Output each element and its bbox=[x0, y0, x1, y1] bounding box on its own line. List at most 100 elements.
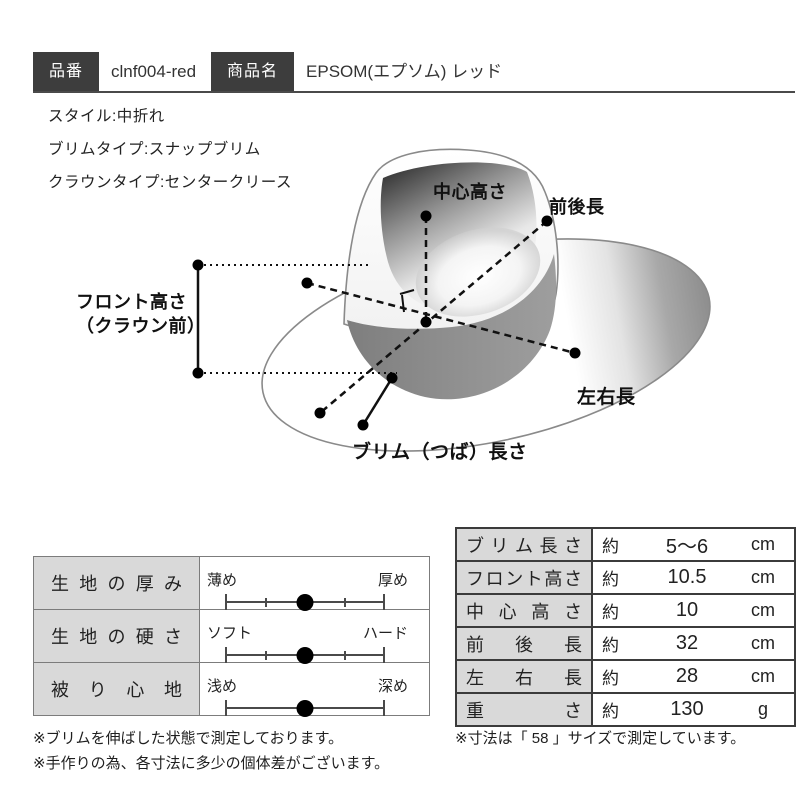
size-value: 10 bbox=[675, 599, 699, 621]
size-row-label: ブリム長さ bbox=[455, 527, 593, 562]
fit-slider-stiffness: ソフト ハード bbox=[200, 616, 429, 664]
slider-tick bbox=[225, 647, 227, 663]
brim-length-line bbox=[361, 377, 394, 426]
hat-body bbox=[261, 148, 711, 452]
measure-dot bbox=[569, 347, 581, 359]
approx-label: 約 bbox=[602, 537, 619, 556]
spec-style: スタイル:中折れ bbox=[48, 108, 165, 125]
measure-dot bbox=[357, 419, 369, 431]
size-value: 130 bbox=[670, 698, 704, 720]
slider-tick bbox=[383, 700, 385, 716]
size-unit: cm bbox=[751, 666, 775, 686]
slider-tick bbox=[343, 650, 346, 660]
size-unit: cm bbox=[751, 633, 775, 653]
fit-slider-thickness: 薄め 厚め bbox=[200, 563, 429, 611]
left-right-length-label: 左右長 bbox=[577, 387, 636, 408]
product-code-tag: 品番 bbox=[33, 52, 100, 91]
slider-min-label: 薄め bbox=[207, 572, 238, 589]
measure-dot bbox=[541, 215, 553, 227]
slider-max-label: 厚め bbox=[377, 572, 408, 589]
approx-label: 約 bbox=[602, 702, 619, 721]
crown-pinch bbox=[415, 227, 541, 317]
slider-tick bbox=[383, 647, 385, 663]
measurement-lines bbox=[196, 216, 576, 426]
front-back-line bbox=[319, 220, 548, 414]
measurement-notes: ※ブリムを伸ばした状態で測定しております。 ※手作りの為、各寸法に多少の個体差が… bbox=[33, 726, 389, 776]
measure-dot bbox=[386, 372, 398, 384]
center-height-label: 中心高さ bbox=[433, 182, 507, 202]
table-row: 中心高さ 約 10 cm bbox=[455, 593, 796, 628]
slider-max-label: 深め bbox=[377, 678, 408, 695]
product-name-tag: 商品名 bbox=[211, 52, 295, 91]
measure-dot bbox=[301, 277, 313, 289]
fit-row-label: 生地の硬さ bbox=[33, 609, 200, 663]
size-unit: cm bbox=[751, 600, 775, 620]
slider-dot bbox=[296, 646, 314, 664]
spec-lines: スタイル:中折れ ブリムタイプ:スナップブリム クラウンタイプ:センタークリース bbox=[48, 104, 292, 203]
table-row: 被り心地 浅め 深め bbox=[33, 662, 430, 717]
slider-min-label: ソフト bbox=[207, 625, 253, 642]
measure-dot bbox=[192, 367, 204, 379]
note-line: ※ブリムを伸ばした状態で測定しております。 bbox=[33, 730, 344, 747]
measure-dot bbox=[420, 316, 432, 328]
size-row-label: フロント高さ bbox=[455, 560, 593, 595]
front-back-length-label: 前後長 bbox=[549, 197, 605, 217]
approx-label: 約 bbox=[602, 570, 619, 589]
slider-track bbox=[225, 646, 385, 664]
hat-band bbox=[347, 254, 557, 400]
spec-brim-type: ブリムタイプ:スナップブリム bbox=[48, 141, 261, 158]
fit-slider-depth: 浅め 深め bbox=[200, 669, 429, 717]
fit-row-label: 生地の厚み bbox=[33, 556, 200, 610]
spec-crown-type: クラウンタイプ:センタークリース bbox=[48, 174, 293, 191]
approx-label: 約 bbox=[602, 603, 619, 622]
size-row-label: 前後長 bbox=[455, 626, 593, 661]
product-code-value: clnf004-red bbox=[111, 62, 197, 81]
slider-tick bbox=[383, 594, 385, 610]
table-row: ブリム長さ 約 5～6 cm bbox=[455, 527, 796, 562]
measure-dots bbox=[192, 210, 581, 431]
right-angle-mark bbox=[399, 289, 415, 313]
front-height-label: フロント高さ （クラウン前） bbox=[76, 292, 206, 336]
size-row-label: 中心高さ bbox=[455, 593, 593, 628]
approx-label: 約 bbox=[602, 636, 619, 655]
brim-length-label: ブリム（つば）長さ bbox=[352, 442, 528, 463]
size-value: 28 bbox=[675, 665, 699, 687]
table-row: 重さ 約 130 g bbox=[455, 692, 796, 727]
slider-dot bbox=[296, 699, 314, 717]
slider-tick bbox=[343, 597, 346, 607]
approx-label: 約 bbox=[602, 669, 619, 688]
size-value: 32 bbox=[675, 632, 699, 654]
slider-min-label: 浅め bbox=[207, 678, 238, 695]
size-unit: cm bbox=[751, 567, 775, 587]
measure-dot bbox=[192, 259, 204, 271]
size-basis-note: ※寸法は「 58 」サイズで測定しています。 bbox=[455, 730, 746, 747]
table-row: 前後長 約 32 cm bbox=[455, 626, 796, 661]
table-row: 生地の硬さ ソフト ハード bbox=[33, 609, 430, 664]
measure-dot bbox=[420, 210, 432, 222]
size-row-label: 左右長 bbox=[455, 659, 593, 694]
size-value: 10.5 bbox=[667, 566, 707, 588]
size-unit: cm bbox=[751, 534, 775, 554]
slider-tick bbox=[264, 650, 267, 660]
slider-tick bbox=[225, 594, 227, 610]
table-row: 生地の厚み 薄め 厚め bbox=[33, 556, 430, 611]
table-row: 左右長 約 28 cm bbox=[455, 659, 796, 694]
product-header: 品番 clnf004-red 商品名 EPSOM(エプソム) レッド bbox=[33, 50, 795, 93]
table-row: フロント高さ 約 10.5 cm bbox=[455, 560, 796, 595]
size-row-label: 重さ bbox=[455, 692, 593, 727]
size-table: ブリム長さ 約 5～6 cm フロント高さ 約 10.5 cm 中心高さ 約 1… bbox=[455, 527, 796, 727]
fit-row-label: 被り心地 bbox=[33, 662, 200, 716]
slider-tick bbox=[264, 597, 267, 607]
measure-dot bbox=[314, 407, 326, 419]
slider-max-label: ハード bbox=[362, 625, 408, 642]
slider-tick bbox=[225, 700, 227, 716]
product-name-value: EPSOM(エプソム) レッド bbox=[306, 62, 503, 81]
note-line: ※手作りの為、各寸法に多少の個体差がございます。 bbox=[33, 755, 390, 772]
hat-illustration bbox=[192, 148, 711, 452]
size-unit: g bbox=[757, 699, 768, 719]
slider-dot bbox=[296, 593, 314, 611]
slider-track bbox=[225, 699, 385, 717]
size-value: 5～6 bbox=[665, 536, 709, 558]
fabric-fit-table: 生地の厚み 薄め 厚め 生地の硬さ ソフト ハード bbox=[33, 556, 430, 717]
